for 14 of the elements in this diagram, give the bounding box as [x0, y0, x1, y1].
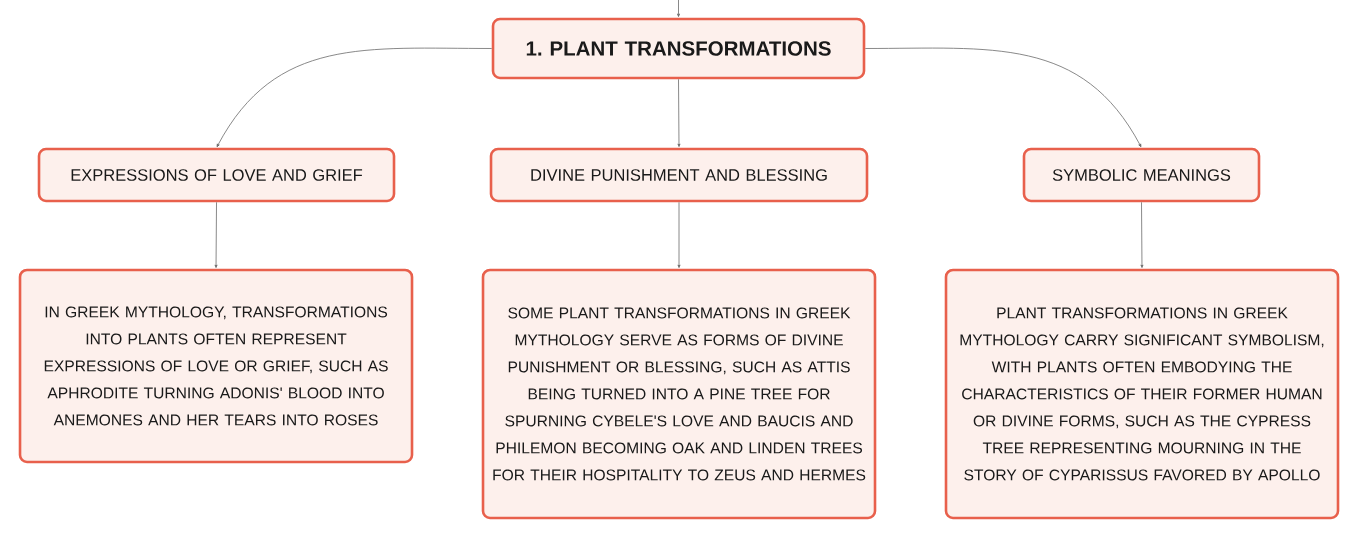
arrow	[864, 47, 1142, 148]
arrow	[677, 201, 681, 268]
arrow	[1140, 201, 1144, 268]
arrow	[677, 0, 680, 17]
description-box: IN GREEK MYTHOLOGY, TRANSFORMATIONS INTO PLANTS OFTEN REPRESENT EXPRESSIONS OF LOVE OR GRIEF, SUCH AS APHRODITE TURNING ADONIS' BLOOD INTO ANEMONES AND HER TEARS INTO ROSES	[18, 268, 414, 464]
topic-box: DIVINE PUNISHMENT AND BLESSING	[489, 147, 869, 203]
description-box: SOME PLANT TRANSFORMATIONS IN GREEK MYTHOLOGY SERVE AS FORMS OF DIVINE PUNISHMENT OR BLESSING, SUCH AS ATTIS BEING TURNED INTO A PINE TREE FOR SPURNING CYBELE'S LOVE AND BAUCIS AND PHILEMON BECOMING OAK AND LINDEN TREES FOR THEIR HOSPITALITY TO ZEUS AND HERMES	[481, 268, 877, 520]
topic-box: EXPRESSIONS OF LOVE AND GRIEF	[37, 147, 396, 203]
arrow	[677, 78, 681, 147]
topic-box: SYMBOLIC MEANINGS	[1022, 147, 1261, 203]
arrow	[216, 47, 493, 148]
root-box: 1. PLANT TRANSFORMATIONS	[491, 17, 866, 80]
description-box: PLANT TRANSFORMATIONS IN GREEK MYTHOLOGY CARRY SIGNIFICANT SYMBOLISM, WITH PLANTS OFTEN EMBODYING THE CHARACTERISTICS OF THEIR FORMER HUMAN OR DIVINE FORMS, SUCH AS THE CYPRESS TREE REPRESENTING MOURNING IN THE STORY OF CYPARISSUS FAVORED BY APOLLO	[944, 268, 1340, 520]
arrow	[214, 201, 218, 268]
